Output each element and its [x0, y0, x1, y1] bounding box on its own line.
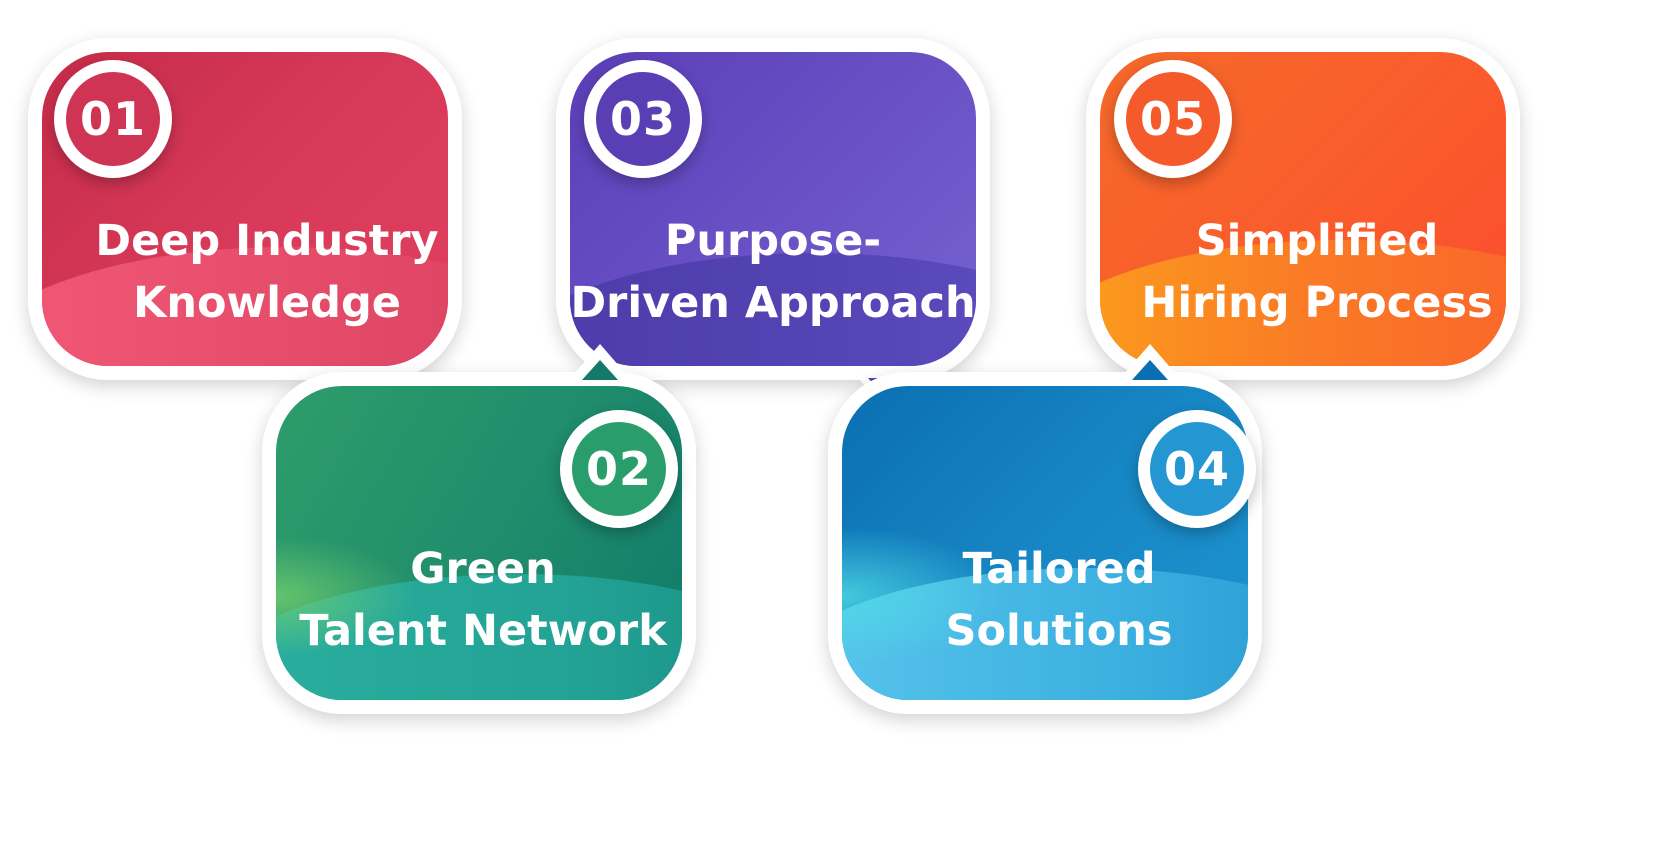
feature-title-line1: Purpose-	[664, 216, 882, 266]
feature-title: Purpose- Driven Approach	[556, 210, 990, 334]
feature-title-line2: Hiring Process	[1141, 278, 1493, 328]
feature-card-01: 01 Deep Industry Knowledge	[28, 38, 462, 410]
feature-card-02: 02 Green Talent Network	[262, 344, 696, 714]
feature-title-line2: Solutions	[945, 606, 1173, 656]
feature-title: Tailored Solutions	[842, 538, 1276, 662]
feature-title: Deep Industry Knowledge	[42, 210, 492, 334]
step-badge: 02	[560, 410, 678, 528]
step-number: 04	[1150, 422, 1244, 516]
feature-title-line1: Simplified	[1195, 216, 1439, 266]
feature-card-05: 05 Simplified Hiring Process	[1086, 38, 1520, 380]
feature-card-04: 04 Tailored Solutions	[828, 344, 1262, 714]
feature-card-03: 03 Purpose- Driven Approach	[556, 38, 990, 410]
step-badge: 05	[1114, 60, 1232, 178]
feature-title-line2: Talent Network	[299, 606, 667, 656]
step-badge: 04	[1138, 410, 1256, 528]
feature-title-line1: Tailored	[962, 544, 1156, 594]
feature-title: Simplified Hiring Process	[1100, 210, 1534, 334]
feature-title-line1: Green	[410, 544, 556, 594]
step-number: 03	[596, 72, 690, 166]
feature-title-line2: Driven Approach	[570, 278, 976, 328]
step-number: 01	[66, 72, 160, 166]
feature-title-line2: Knowledge	[133, 278, 401, 328]
step-badge: 03	[584, 60, 702, 178]
feature-title-line1: Deep Industry	[95, 216, 439, 266]
feature-title: Green Talent Network	[266, 538, 700, 662]
step-number: 05	[1126, 72, 1220, 166]
step-number: 02	[572, 422, 666, 516]
step-badge: 01	[54, 60, 172, 178]
